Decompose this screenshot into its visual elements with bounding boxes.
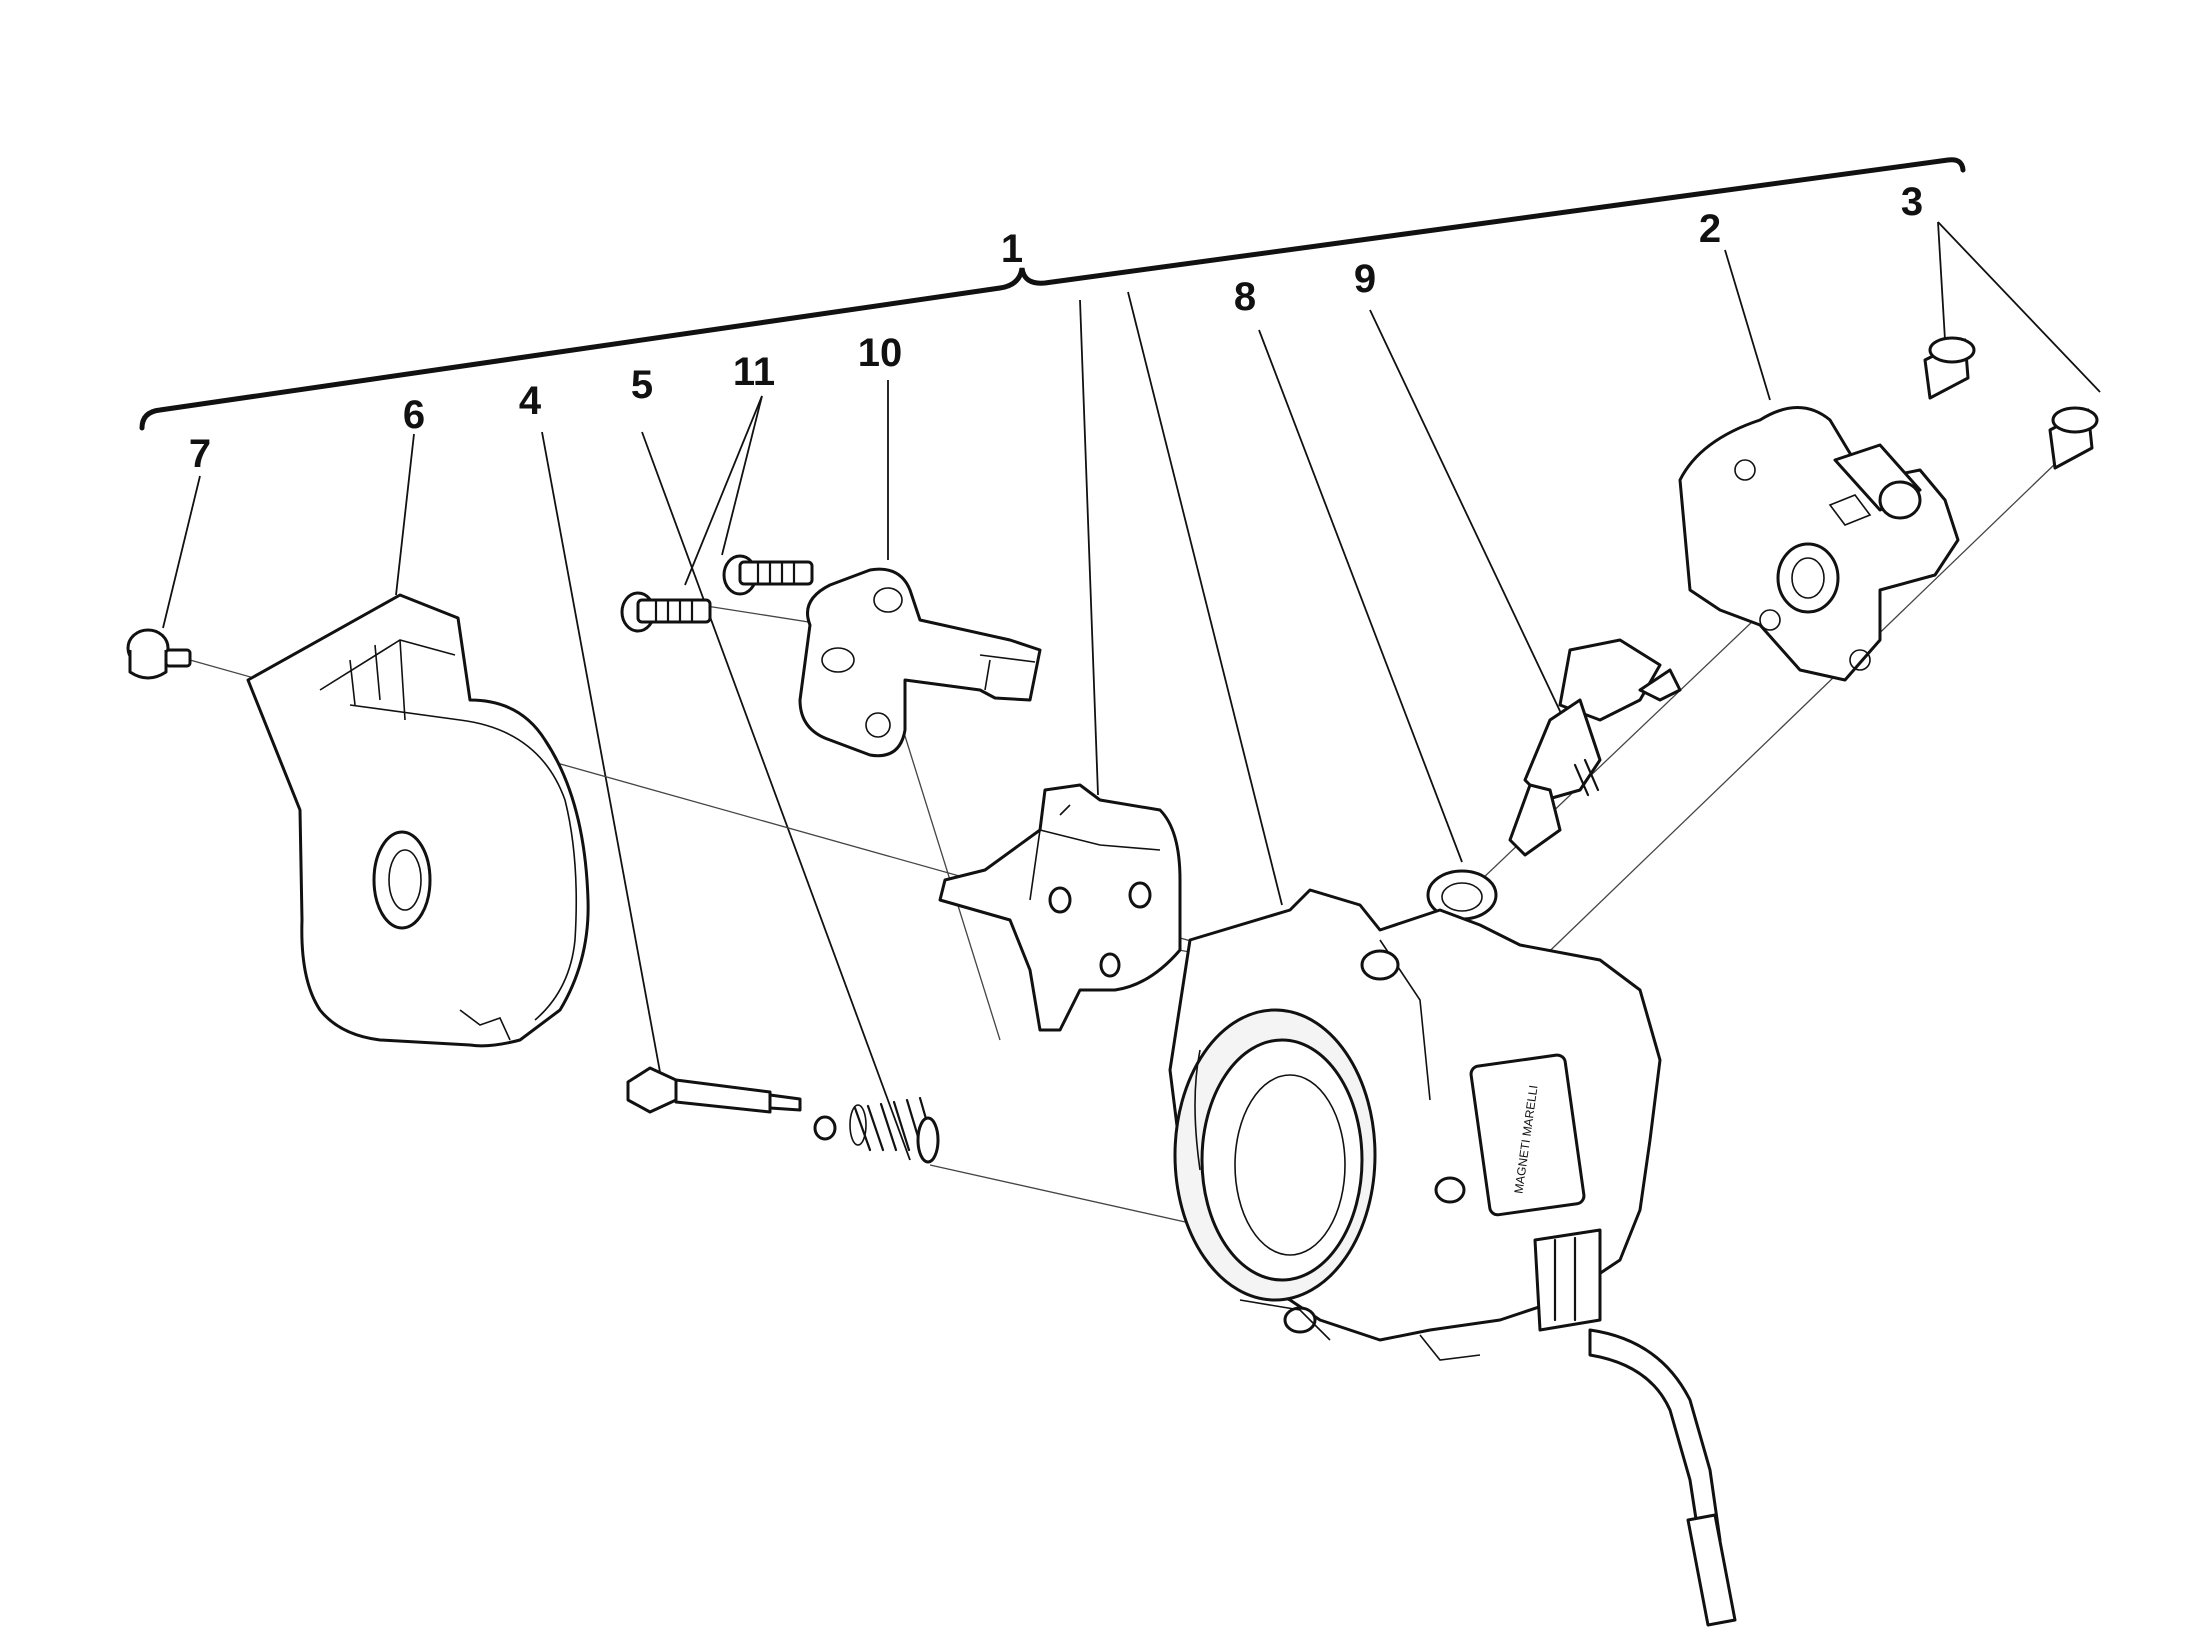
part-7-cap-screw xyxy=(126,628,192,680)
callout-2: 2 xyxy=(1699,207,1721,251)
callout-6: 6 xyxy=(403,393,425,437)
part-2-fuel-rail xyxy=(1678,406,1960,682)
callout-11: 11 xyxy=(733,350,775,394)
part-10-sensor-plate xyxy=(798,567,1042,758)
callout-7: 7 xyxy=(189,432,211,476)
part-9-injector xyxy=(1508,638,1682,857)
callout-3: 3 xyxy=(1901,180,1923,224)
callout-1: 1 xyxy=(1001,227,1023,271)
part-6-cover xyxy=(246,593,590,1048)
leader-lines xyxy=(162,221,2101,1161)
throttle-body: MAGNETI MARELLI xyxy=(1168,888,1737,1627)
callout-5: 5 xyxy=(631,363,653,407)
part-4-bolt xyxy=(626,1066,837,1141)
part-11-screws xyxy=(620,554,814,633)
callout-4: 4 xyxy=(519,379,542,423)
mounting-bracket-plate xyxy=(938,783,1182,1032)
callout-10: 10 xyxy=(858,331,903,375)
callout-labels: 1 2 3 4 5 6 7 8 9 10 11 xyxy=(189,180,1923,476)
assembly-bracket xyxy=(139,157,1966,431)
part-3-pins xyxy=(1923,336,2099,470)
callout-8: 8 xyxy=(1234,275,1256,319)
callout-9: 9 xyxy=(1354,257,1376,301)
part-5-spring xyxy=(849,1096,940,1164)
